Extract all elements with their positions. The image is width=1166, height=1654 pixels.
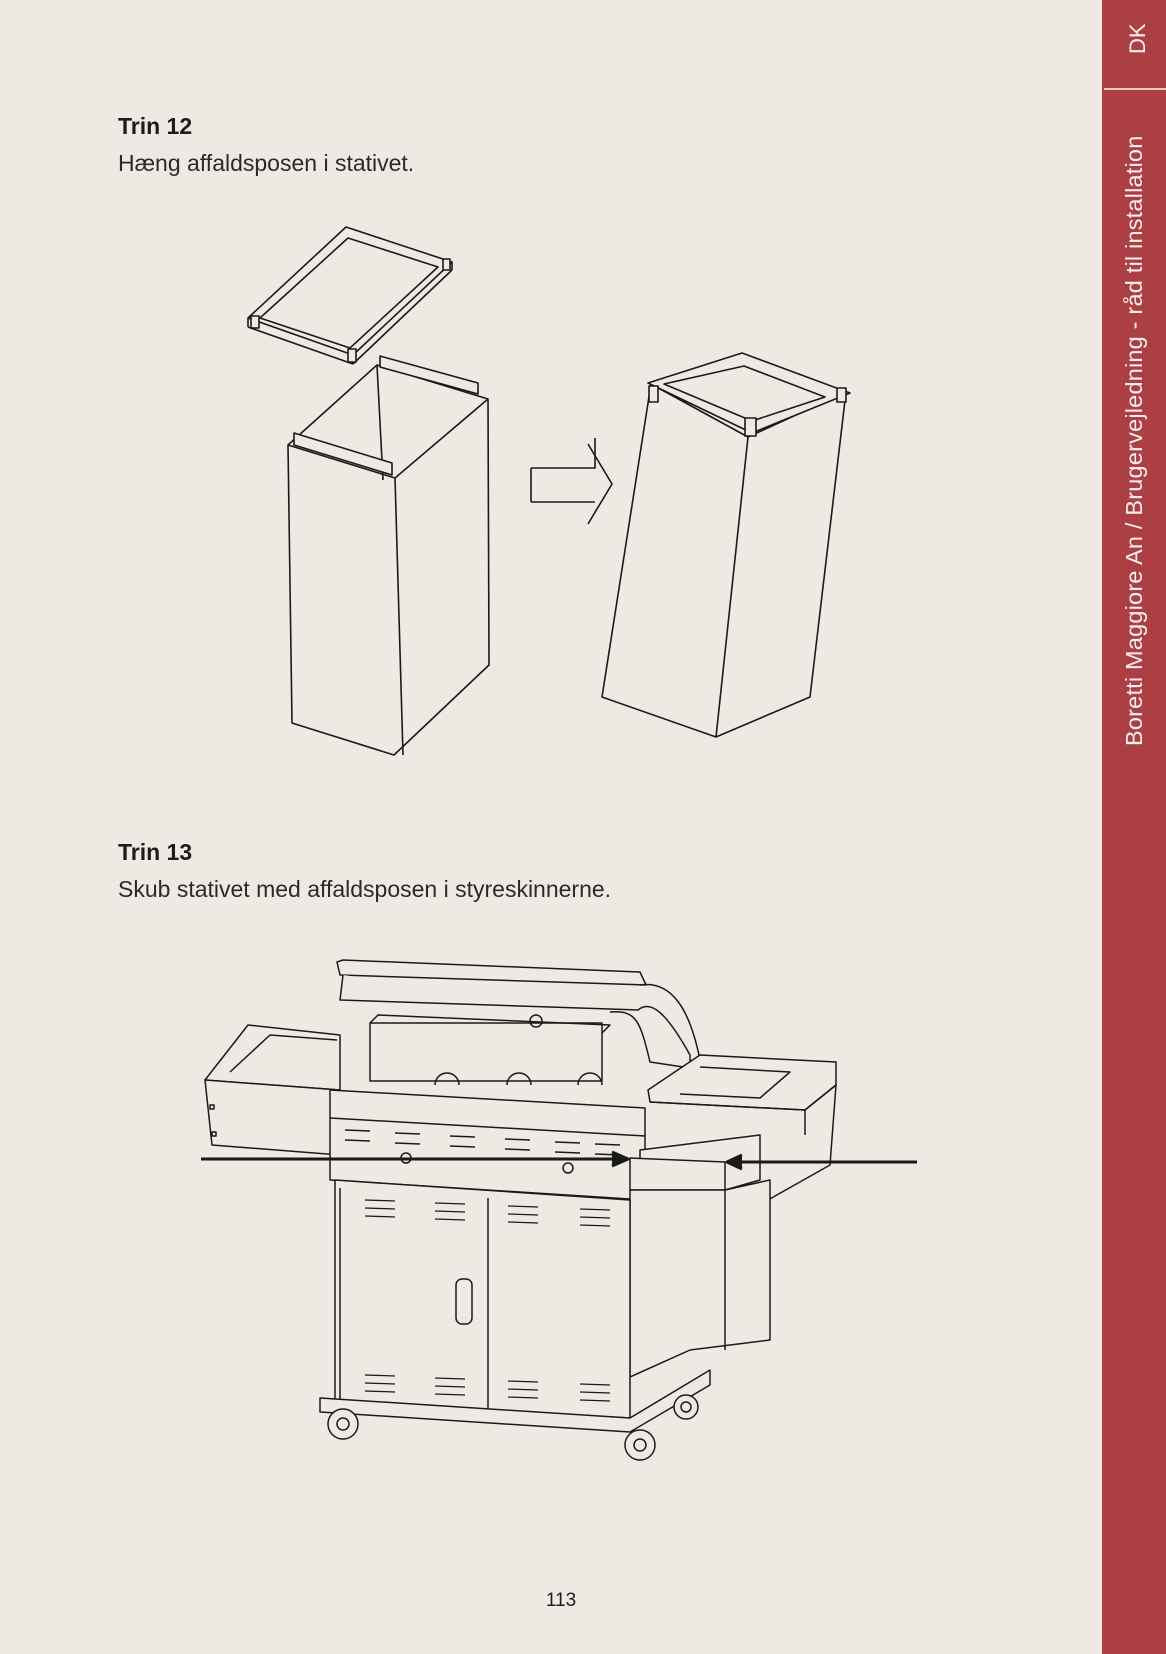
grill-lid (336, 959, 701, 1086)
step-13-illustration (195, 955, 930, 1465)
step-12-illustration (230, 225, 870, 765)
step-13-instruction: Skub stativet med affaldsposen i styresk… (118, 876, 612, 902)
cabinet (334, 1179, 631, 1419)
left-side-shelf (204, 1024, 341, 1156)
step-arrow (530, 438, 613, 525)
bin-drawer (629, 1134, 771, 1378)
step-13-title: Trin 13 (118, 839, 193, 865)
right-side-shelf (647, 1054, 837, 1201)
step-12-title: Trin 12 (118, 113, 193, 139)
slide-arrows (201, 1150, 917, 1171)
base-and-wheels (319, 1369, 711, 1461)
bin-with-frame (601, 352, 851, 738)
sidebar-band (1102, 0, 1166, 1654)
control-panel (329, 1089, 646, 1201)
step-12-instruction: Hæng affaldsposen i stativet. (118, 150, 415, 176)
page-number: 113 (545, 1590, 577, 1611)
sidebar-divider (1104, 88, 1166, 90)
bag-frame (247, 226, 453, 365)
bin-open (287, 355, 490, 756)
